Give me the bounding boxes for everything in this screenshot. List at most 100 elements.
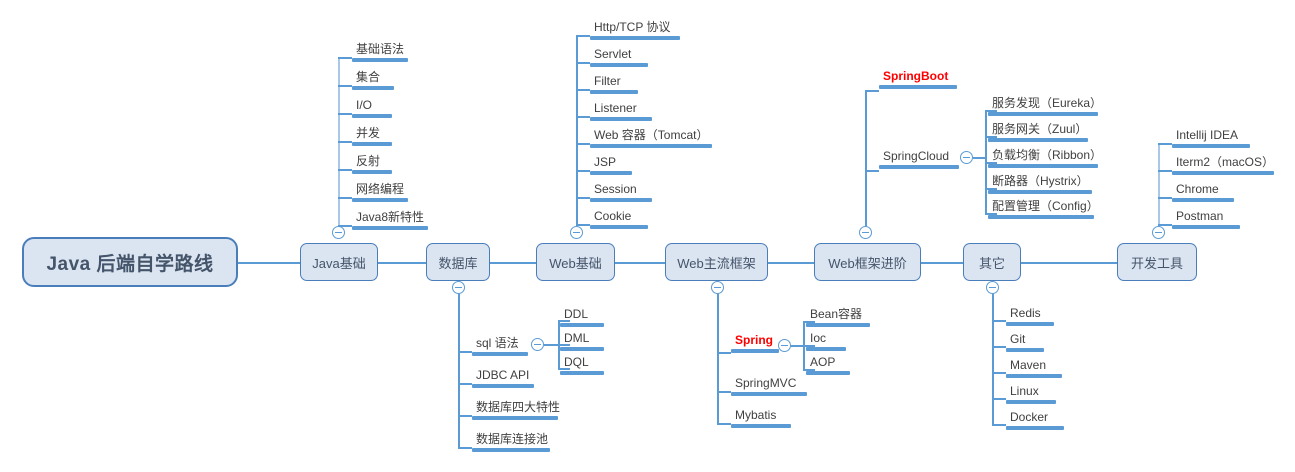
leaf-java-networking[interactable]: 网络编程 <box>352 182 408 202</box>
subtree-trunk-web-frameworks <box>717 294 719 424</box>
leaf-underline <box>590 144 712 148</box>
branch-node-web-basics[interactable]: Web基础 <box>536 243 615 281</box>
leaf-service-gateway-zuul[interactable]: 服务网关（Zuul） <box>988 122 1091 142</box>
leaf-connection-pool[interactable]: 数据库连接池 <box>472 432 552 452</box>
leaf-redis[interactable]: Redis <box>1006 306 1054 326</box>
subtree-trunk-database <box>458 294 460 448</box>
connector-java-child-6 <box>338 225 352 227</box>
leaf-dql[interactable]: DQL <box>560 355 604 375</box>
leaf-java-collections[interactable]: 集合 <box>352 70 394 90</box>
leaf-aop[interactable]: AOP <box>806 355 850 375</box>
leaf-dml[interactable]: DML <box>560 331 604 351</box>
leaf-underline <box>352 170 392 174</box>
leaf-http-tcp[interactable]: Http/TCP 协议 <box>590 20 680 40</box>
connector-webbasic-child-0 <box>576 35 590 37</box>
connector-sc-child-4 <box>985 213 997 215</box>
branch-node-dev-tools[interactable]: 开发工具 <box>1117 243 1197 281</box>
collapse-toggle-spring[interactable] <box>778 339 791 352</box>
leaf-config-management-config[interactable]: 配置管理（Config） <box>988 199 1103 219</box>
branch-node-others[interactable]: 其它 <box>963 243 1021 281</box>
leaf-java-io[interactable]: I/O <box>352 98 392 118</box>
leaf-load-balancing-ribbon[interactable]: 负载均衡（Ribbon） <box>988 148 1106 168</box>
leaf-underline <box>1172 171 1274 175</box>
leaf-jdbc-api[interactable]: JDBC API <box>472 368 534 388</box>
connector-java-child-1 <box>338 85 352 87</box>
connector-tools-child-0 <box>1158 143 1172 145</box>
connector-other-child-4 <box>992 424 1006 426</box>
leaf-ddl[interactable]: DDL <box>560 307 604 327</box>
connector-webbasic-child-6 <box>576 197 590 199</box>
collapse-toggle-database[interactable] <box>452 281 465 294</box>
collapse-toggle-web-basics[interactable] <box>570 226 583 239</box>
leaf-cookie[interactable]: Cookie <box>590 209 648 229</box>
collapse-toggle-sql-syntax[interactable] <box>531 338 544 351</box>
leaf-service-discovery-eureka[interactable]: 服务发现（Eureka） <box>988 96 1106 116</box>
leaf-sql-syntax[interactable]: sql 语法 <box>472 336 528 356</box>
leaf-jsp[interactable]: JSP <box>590 155 632 175</box>
leaf-filter[interactable]: Filter <box>590 74 638 94</box>
leaf-java-concurrency[interactable]: 并发 <box>352 126 392 146</box>
leaf-docker[interactable]: Docker <box>1006 410 1064 430</box>
connector-sql-stem <box>544 344 558 346</box>
leaf-git[interactable]: Git <box>1006 332 1044 352</box>
leaf-chrome[interactable]: Chrome <box>1172 182 1234 202</box>
collapse-toggle-java-basics[interactable] <box>332 226 345 239</box>
root-node[interactable]: Java 后端自学路线 <box>22 237 238 287</box>
leaf-iterm2-macos[interactable]: Iterm2（macOS） <box>1172 155 1278 175</box>
branch-node-web-framework-advanced[interactable]: Web框架进阶 <box>814 243 921 281</box>
leaf-circuit-breaker-hystrix[interactable]: 断路器（Hystrix） <box>988 174 1093 194</box>
collapse-toggle-others[interactable] <box>986 281 999 294</box>
leaf-java-basic-syntax[interactable]: 基础语法 <box>352 42 408 62</box>
leaf-underline <box>988 138 1088 142</box>
connector-root-to-java <box>238 262 300 264</box>
connector-sc-child-1 <box>985 136 997 138</box>
connector-db-child-2 <box>458 415 472 417</box>
leaf-ioc[interactable]: Ioc <box>806 331 846 351</box>
leaf-underline <box>472 352 528 356</box>
connector-sc-child-0 <box>985 110 997 112</box>
connector-db-child-0 <box>458 351 472 353</box>
branch-node-web-frameworks[interactable]: Web主流框架 <box>665 243 768 281</box>
leaf-springmvc[interactable]: SpringMVC <box>731 376 807 396</box>
leaf-underline <box>1006 426 1064 430</box>
collapse-toggle-dev-tools[interactable] <box>1152 226 1165 239</box>
subtree-trunk-others <box>992 294 994 425</box>
leaf-servlet[interactable]: Servlet <box>590 47 648 67</box>
leaf-underline <box>879 85 957 89</box>
leaf-postman[interactable]: Postman <box>1172 209 1240 229</box>
leaf-session[interactable]: Session <box>590 182 652 202</box>
leaf-maven[interactable]: Maven <box>1006 358 1062 378</box>
branch-node-database[interactable]: 数据库 <box>426 243 490 281</box>
leaf-database-acid[interactable]: 数据库四大特性 <box>472 400 564 420</box>
leaf-underline <box>590 117 652 121</box>
connector-webbasic-child-1 <box>576 62 590 64</box>
connector-spring-stem <box>791 345 803 347</box>
leaf-java-reflection[interactable]: 反射 <box>352 154 392 174</box>
branch-node-java-basics[interactable]: Java基础 <box>300 243 378 281</box>
collapse-toggle-advanced[interactable] <box>859 226 872 239</box>
leaf-java8-features[interactable]: Java8新特性 <box>352 210 428 230</box>
leaf-web-container-tomcat[interactable]: Web 容器（Tomcat） <box>590 128 712 148</box>
leaf-bean-container[interactable]: Bean容器 <box>806 307 870 327</box>
leaf-mybatis[interactable]: Mybatis <box>731 408 791 428</box>
leaf-underline <box>352 226 428 230</box>
leaf-underline <box>590 63 648 67</box>
leaf-underline <box>806 371 850 375</box>
leaf-intellij-idea[interactable]: Intellij IDEA <box>1172 128 1250 148</box>
connector-other-child-2 <box>992 372 1006 374</box>
leaf-springboot[interactable]: SpringBoot <box>879 69 957 89</box>
leaf-springcloud[interactable]: SpringCloud <box>879 149 959 169</box>
leaf-underline <box>731 349 779 353</box>
connector-webbasic-child-5 <box>576 170 590 172</box>
connector-wf-child-2 <box>717 423 731 425</box>
leaf-listener[interactable]: Listener <box>590 101 652 121</box>
leaf-linux[interactable]: Linux <box>1006 384 1056 404</box>
connector-sql-child-0 <box>558 320 570 322</box>
collapse-toggle-web-frameworks[interactable] <box>711 281 724 294</box>
subtree-trunk-dev-tools <box>1158 143 1160 226</box>
leaf-spring[interactable]: Spring <box>731 333 779 353</box>
collapse-toggle-springcloud[interactable] <box>960 151 973 164</box>
leaf-underline <box>560 371 604 375</box>
leaf-underline <box>352 86 394 90</box>
